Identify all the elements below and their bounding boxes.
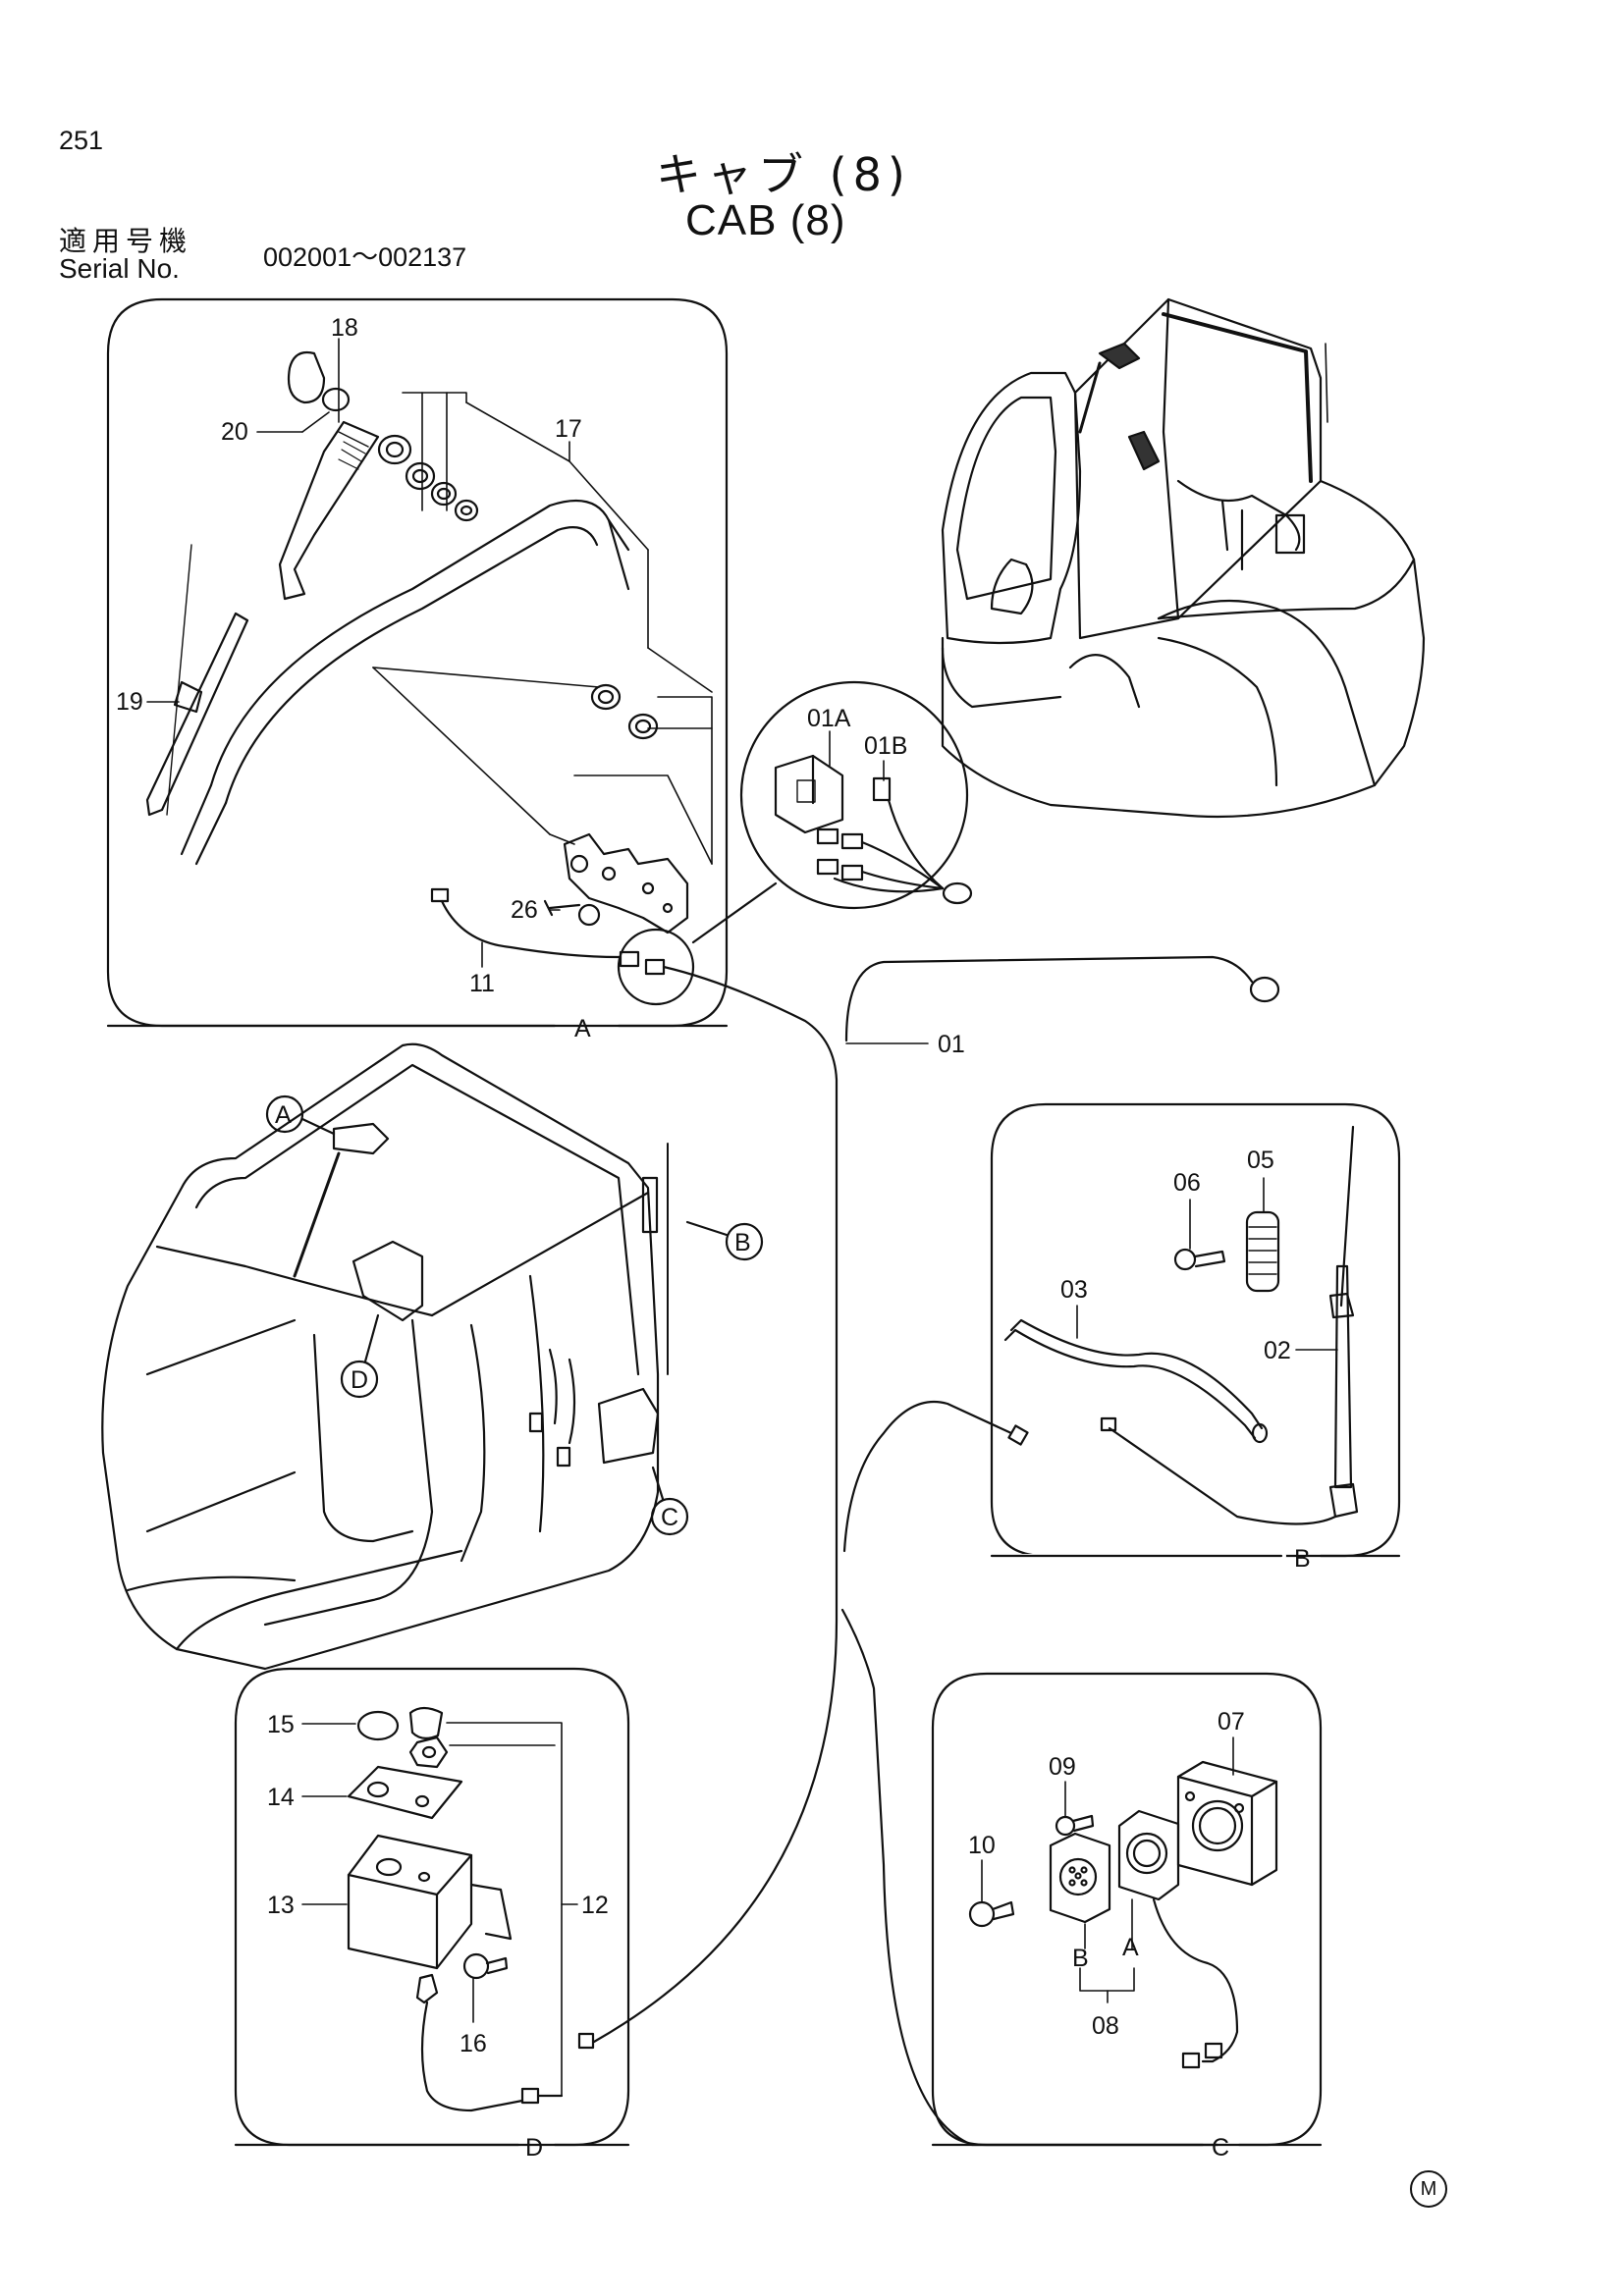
callout-01b: 01B: [864, 732, 907, 760]
detail-a-label: A: [574, 1015, 591, 1042]
detail-a-panel: [106, 297, 729, 1028]
callout-05: 05: [1247, 1147, 1274, 1174]
page-title: CAB (8): [685, 196, 846, 244]
wiper-motor-icon: [563, 832, 689, 934]
callout-03: 03: [1060, 1276, 1088, 1304]
callout-01: 01: [938, 1031, 965, 1058]
footer-mark: M: [1410, 2170, 1447, 2208]
connector-pair-icon: [619, 950, 666, 976]
callout-19: 19: [116, 688, 143, 716]
cap-15-icon: [356, 1706, 444, 1741]
marker-a: [265, 1095, 336, 1136]
main-harness-01: [577, 955, 1280, 2147]
callout-11: 11: [469, 970, 495, 997]
callout-14: 14: [267, 1784, 295, 1811]
callout-26: 26: [511, 896, 538, 924]
screw-10-icon: [968, 1900, 1015, 1928]
wiper-cap-icon: [287, 350, 351, 412]
connector-c-harness: [1152, 1897, 1239, 2069]
callout-07: 07: [1218, 1708, 1245, 1735]
callout-10: 10: [968, 1832, 996, 1859]
callout-leaders-a: [146, 338, 885, 968]
serial-label: Serial No.: [59, 253, 180, 284]
connector-plate-a-icon: [1117, 1809, 1180, 1901]
screw-icon: [543, 899, 601, 927]
speaker-harness-12-icon: [415, 1973, 564, 2112]
callout-18: 18: [331, 314, 358, 342]
callout-conn-b: B: [1072, 1945, 1089, 1972]
marker-b-label: B: [734, 1229, 751, 1256]
screw-09-icon: [1055, 1814, 1095, 1837]
callout-leaders-c: [981, 1736, 1234, 2003]
marker-b: [685, 1220, 764, 1261]
cab-cutaway-icon: [101, 1042, 669, 1671]
callout-02: 02: [1264, 1337, 1291, 1364]
callout-01a: 01A: [807, 705, 851, 732]
nut-icon: [408, 1735, 449, 1769]
marker-a-label: A: [275, 1101, 292, 1129]
detail-c-panel: [931, 1672, 1323, 2147]
antenna-icon: [1108, 1125, 1359, 1525]
connector-01a-icon: [774, 754, 844, 834]
callout-09: 09: [1049, 1753, 1076, 1781]
connector-plate-b-icon: [1049, 1832, 1111, 1924]
excavator-cab-overview-icon: [941, 297, 1426, 819]
callout-13: 13: [267, 1892, 295, 1919]
washer-stack-icon: [377, 434, 659, 740]
box-13-icon: [347, 1834, 513, 1970]
antenna-clip-05-icon: [1245, 1210, 1280, 1293]
wiper-blade-icon: [145, 544, 249, 817]
serial-label-japanese: 適用号機: [59, 225, 193, 257]
callout-17: 17: [555, 415, 582, 443]
serial-range: 002001～002137: [263, 242, 467, 272]
connector-zoom-circle: [617, 928, 695, 1006]
callout-08: 08: [1092, 2012, 1119, 2040]
detail-c-label: C: [1212, 2134, 1229, 2162]
marker-d: [340, 1313, 380, 1399]
callout-16: 16: [460, 2030, 487, 2057]
detail-d-panel: [234, 1667, 630, 2147]
callout-leaders-b: [1076, 1177, 1338, 1351]
connector-detail-circle: [739, 680, 969, 910]
page-title-japanese: キャブ (8): [656, 148, 911, 201]
screw-06-icon: [1173, 1248, 1226, 1271]
zoom-leader-line: [691, 881, 778, 944]
callout-06: 06: [1173, 1169, 1201, 1197]
cab-frame-outline: [180, 499, 630, 866]
wiper-harness: [430, 887, 621, 959]
wiper-arm-icon: [278, 420, 380, 601]
plate-14-icon: [347, 1765, 463, 1820]
marker-c: [650, 1466, 689, 1536]
callout-20: 20: [221, 418, 248, 446]
antenna-cable-03-icon: [1003, 1318, 1269, 1444]
housing-07-icon: [1176, 1760, 1278, 1887]
detail-d-label: D: [525, 2134, 543, 2162]
marker-d-label: D: [351, 1366, 368, 1394]
callout-12: 12: [581, 1892, 609, 1919]
cab-antenna-line: [1325, 343, 1328, 423]
screw-16-icon: [462, 1952, 509, 1980]
detail-b-label: B: [1294, 1545, 1311, 1573]
parts-bracket-lines: [372, 392, 713, 865]
page-number: 251: [59, 126, 104, 155]
callout-leaders-d: [301, 1722, 578, 2097]
connector-01b-icon: [816, 776, 973, 905]
callout-conn-a: A: [1122, 1934, 1139, 1961]
callout-15: 15: [267, 1711, 295, 1738]
marker-c-label: C: [661, 1504, 678, 1531]
